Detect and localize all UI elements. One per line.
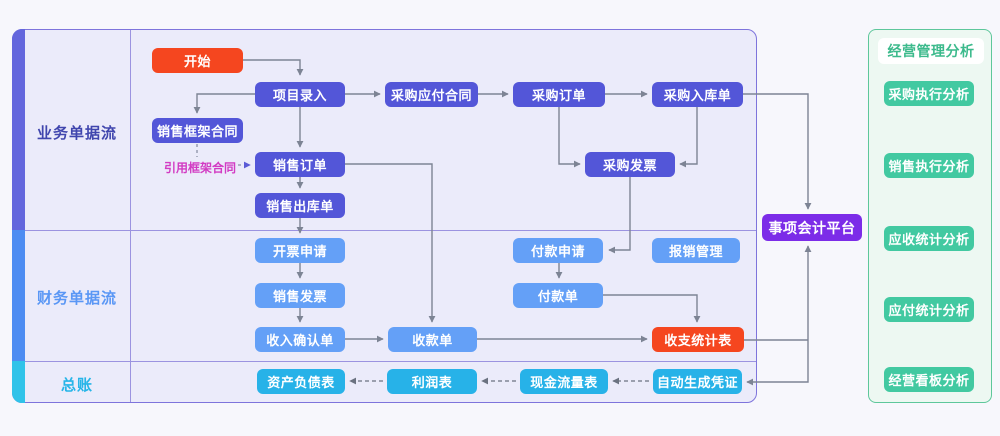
band-accent-bar bbox=[12, 29, 25, 403]
node-billing-request: 开票申请 bbox=[255, 238, 345, 263]
node-start: 开始 bbox=[152, 48, 243, 73]
reference-contract-edge-label: 引用框架合同 bbox=[164, 161, 237, 175]
node-income-expense-statement: 收支统计表 bbox=[652, 327, 744, 352]
node-sales-frame-contract: 销售框架合同 bbox=[152, 118, 243, 143]
node-payment-request: 付款申请 bbox=[513, 238, 603, 263]
node-sales-order: 销售订单 bbox=[255, 152, 345, 177]
accent-ledger bbox=[12, 361, 25, 403]
node-sales-invoice: 销售发票 bbox=[255, 283, 345, 308]
analysis-item-receivable-stats: 应收统计分析 bbox=[884, 226, 974, 251]
node-income-confirmation: 收入确认单 bbox=[255, 327, 345, 352]
node-auto-voucher: 自动生成凭证 bbox=[653, 369, 742, 394]
node-project-entry: 项目录入 bbox=[255, 82, 345, 107]
analysis-item-payable-stats: 应付统计分析 bbox=[884, 297, 974, 322]
band-label-ledger: 总账 bbox=[60, 377, 93, 394]
analysis-panel-title: 经营管理分析 bbox=[878, 38, 984, 64]
node-sales-outbound: 销售出库单 bbox=[255, 193, 345, 218]
node-expense-management: 报销管理 bbox=[652, 238, 740, 263]
analysis-item-purchase-execution: 采购执行分析 bbox=[884, 81, 974, 106]
analysis-item-dashboard: 经营看板分析 bbox=[884, 367, 974, 392]
node-purchase-order: 采购订单 bbox=[513, 82, 605, 107]
band-label-finance: 财务单据流 bbox=[36, 290, 117, 307]
node-purchase-payable-contract: 采购应付合同 bbox=[385, 82, 478, 107]
node-receipt-slip: 收款单 bbox=[388, 327, 477, 352]
band-label-business: 业务单据流 bbox=[36, 125, 117, 142]
node-event-accounting-platform: 事项会计平台 bbox=[762, 214, 862, 241]
node-balance-sheet: 资产负债表 bbox=[257, 369, 345, 394]
accent-business bbox=[12, 29, 25, 230]
node-cashflow-statement: 现金流量表 bbox=[520, 369, 608, 394]
analysis-item-sales-execution: 销售执行分析 bbox=[884, 153, 974, 178]
node-purchase-invoice: 采购发票 bbox=[585, 152, 675, 177]
label-column-divider bbox=[130, 30, 131, 402]
node-payment-slip: 付款单 bbox=[513, 283, 603, 308]
accent-finance bbox=[12, 230, 25, 361]
node-profit-statement: 利润表 bbox=[387, 369, 477, 394]
band-divider-1 bbox=[25, 230, 756, 231]
node-purchase-inbound: 采购入库单 bbox=[652, 82, 743, 107]
band-divider-2 bbox=[25, 361, 756, 362]
